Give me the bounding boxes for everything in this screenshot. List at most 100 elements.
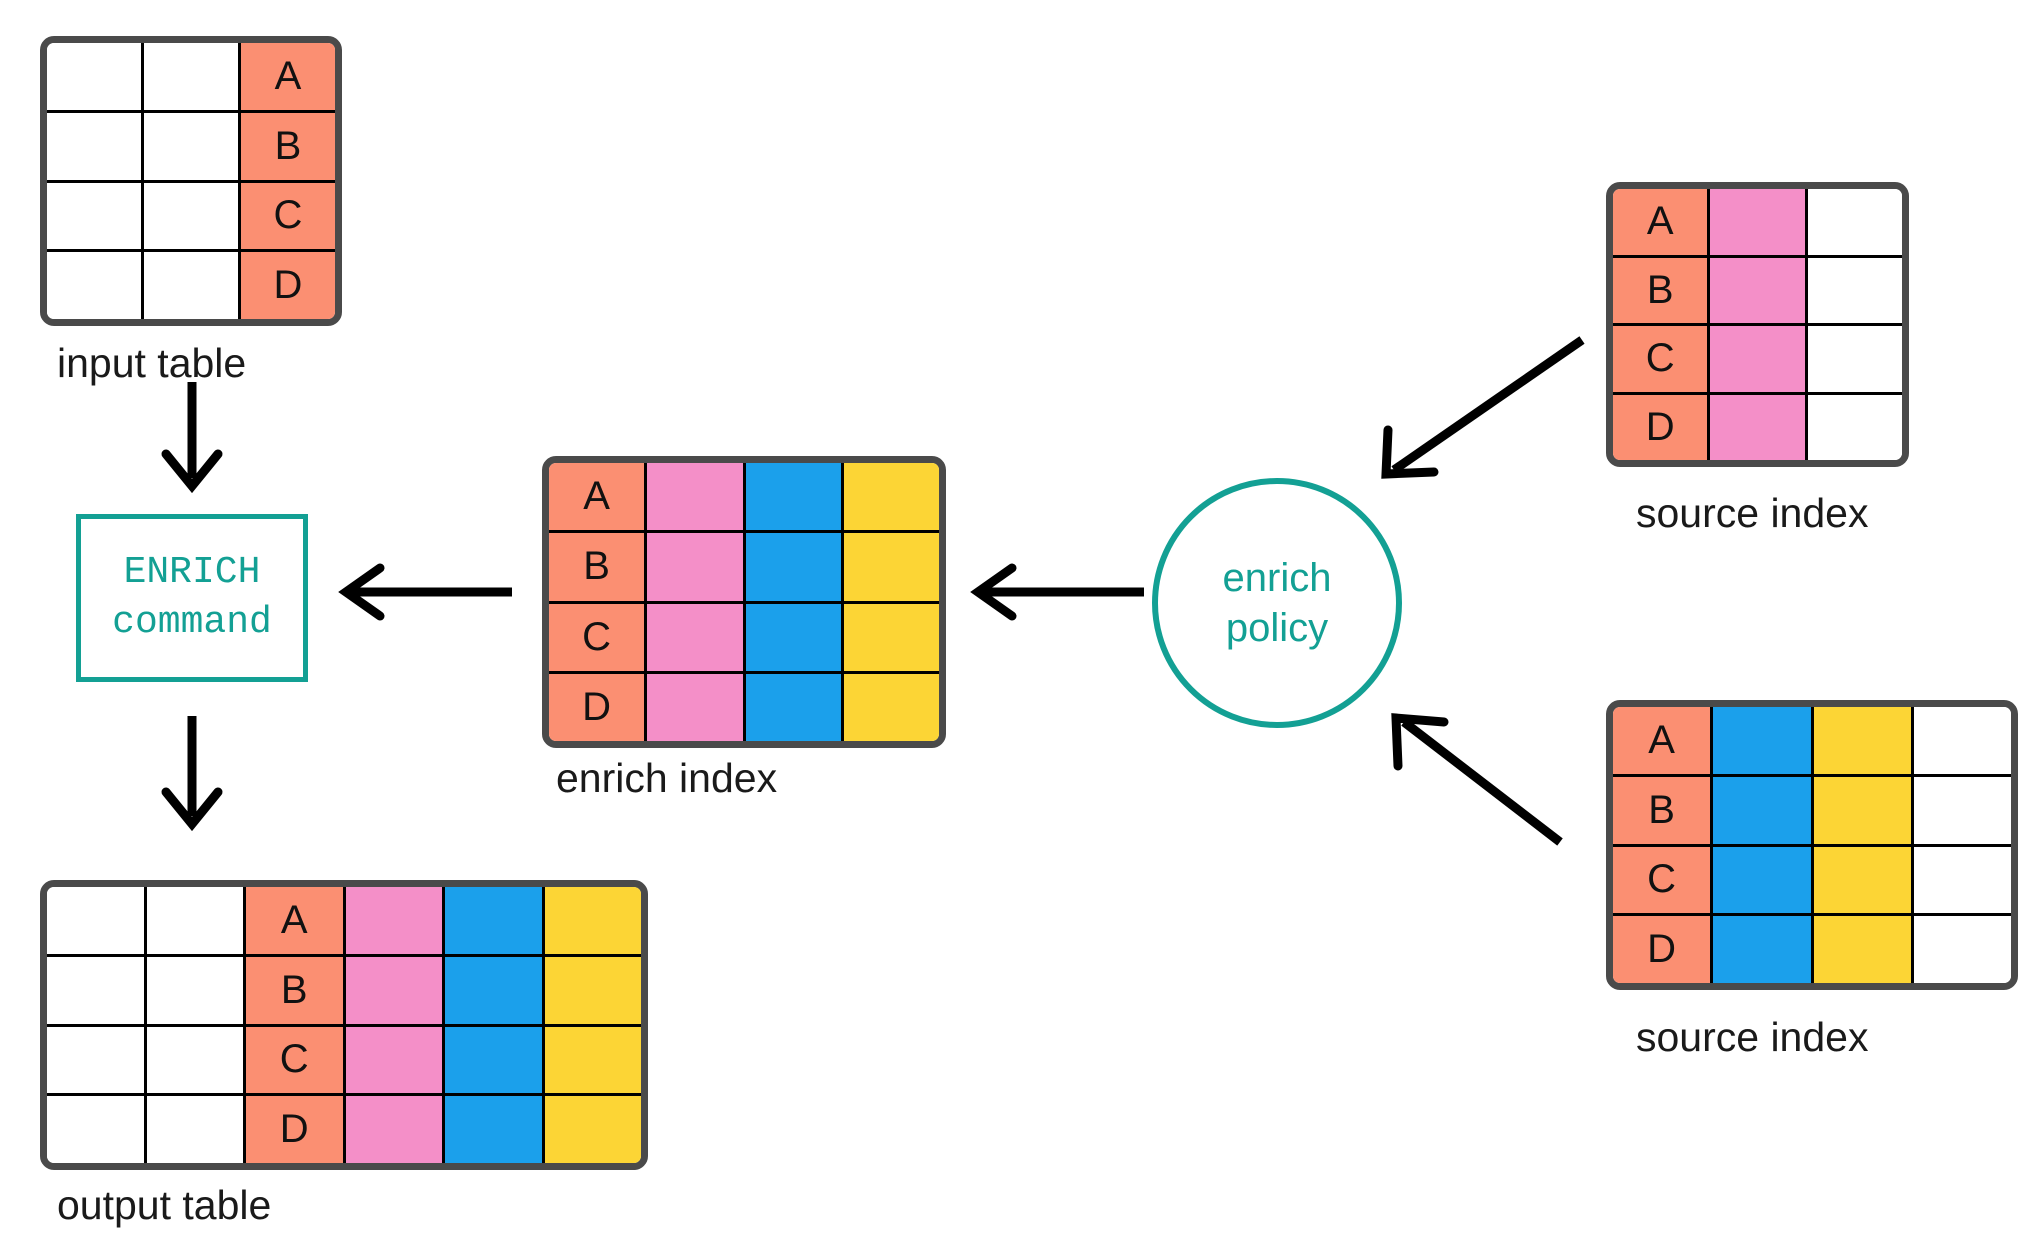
table-cell-key-col: B (549, 533, 648, 601)
table-cell-blank-col-1 (47, 43, 144, 110)
table-cell-blue-col (1713, 707, 1814, 774)
table-cell-pink-col (1710, 394, 1808, 460)
table-cell-yellow-col (544, 887, 641, 954)
table-row: C (1613, 846, 2011, 917)
table-cell-blank-col-1 (47, 956, 147, 1024)
table-cell-blank-col-1 (47, 182, 144, 250)
table-cell-blue-col (745, 673, 844, 741)
table-cell-key-col: D (246, 1096, 346, 1163)
enrich-command-box[interactable]: ENRICH command (76, 514, 308, 682)
table-cell-blank-col (1807, 189, 1902, 255)
table-cell-key-col: D (549, 673, 648, 741)
output-table-caption: output table (57, 1182, 272, 1228)
table-cell-blank-col-2 (144, 112, 241, 180)
table-cell-key-col: D (1613, 394, 1711, 460)
table-cell-blank-col-1 (47, 887, 147, 954)
enrich-policy-line1: enrich (1222, 556, 1332, 600)
table-cell-key-col: B (241, 112, 335, 180)
table-cell-yellow-col (843, 533, 939, 601)
table-cell-key-col: C (1613, 326, 1711, 392)
arrow-command-to-output (161, 716, 223, 832)
table-cell-pink-col (1710, 326, 1808, 392)
table-row: D (1613, 916, 2011, 983)
table-cell-blank-col-2 (146, 887, 246, 954)
table-cell-key-col: B (1613, 776, 1714, 844)
table-row: A (47, 887, 641, 957)
table-cell-blank-col-2 (144, 252, 241, 319)
table-row: D (47, 1096, 641, 1163)
source-index-top-caption: source index (1636, 490, 1869, 536)
table-cell-blank-col-1 (47, 112, 144, 180)
table-cell-key-col: A (1613, 707, 1714, 774)
table-cell-blue-col (745, 603, 844, 671)
table-cell-yellow-col (1813, 916, 1914, 983)
table-cell-pink-col (647, 603, 746, 671)
table-cell-blue-col (1713, 776, 1814, 844)
arrow-source-top-to-policy (1381, 336, 1585, 479)
table-cell-yellow-col (544, 1096, 641, 1163)
arrow-policy-to-enrich-index (970, 563, 1144, 621)
table-row: D (47, 252, 335, 319)
table-cell-pink-col (1710, 189, 1808, 255)
table-cell-blue-col (445, 1026, 545, 1094)
source-index-bottom-caption: source index (1636, 1014, 1869, 1060)
table-cell-key-col: A (241, 43, 335, 110)
table-cell-blue-col (445, 956, 545, 1024)
table-cell-yellow-col (843, 673, 939, 741)
enrich-command-line2: command (112, 601, 272, 644)
enrich-index-caption: enrich index (556, 755, 778, 801)
table-row: B (549, 533, 939, 604)
table-row: C (47, 182, 335, 253)
arrow-source-bottom-to-policy (1391, 713, 1563, 846)
table-cell-blank-col-2 (146, 1026, 246, 1094)
table-row: D (549, 673, 939, 741)
table-cell-key-col: A (246, 887, 346, 954)
table-cell-key-col: A (1613, 189, 1711, 255)
table-row: A (47, 43, 335, 113)
enrich-policy-circle[interactable]: enrich policy (1152, 478, 1402, 728)
table-cell-yellow-col (1813, 776, 1914, 844)
table-row: B (47, 112, 335, 183)
table-cell-blank-col-1 (47, 1026, 147, 1094)
table-cell-blank-col (1807, 394, 1902, 460)
table-cell-blue-col (745, 533, 844, 601)
table-cell-blank-col (1807, 257, 1902, 323)
table-cell-key-col: C (241, 182, 335, 250)
table-cell-pink-col (345, 887, 445, 954)
table-cell-yellow-col (544, 956, 641, 1024)
table-row: B (47, 956, 641, 1027)
table-cell-key-col: B (246, 956, 346, 1024)
table-cell-pink-col (647, 533, 746, 601)
table-cell-pink-col (647, 463, 746, 531)
table-cell-pink-col (345, 1026, 445, 1094)
table-cell-blue-col (445, 1096, 545, 1163)
arrow-input-to-command (161, 382, 223, 494)
table-row: C (549, 603, 939, 674)
table-cell-pink-col (1710, 257, 1808, 323)
table-cell-key-col: B (1613, 257, 1711, 323)
table-cell-blank-col-2 (144, 182, 241, 250)
table-cell-blank-col (1913, 846, 2011, 914)
table-cell-blank-col-2 (146, 956, 246, 1024)
table-cell-yellow-col (1813, 846, 1914, 914)
table-row: B (1613, 776, 2011, 847)
enrich-policy-line2: policy (1225, 606, 1329, 650)
table-cell-key-col: D (241, 252, 335, 319)
table-cell-pink-col (345, 956, 445, 1024)
table-cell-blank-col (1913, 776, 2011, 844)
table-cell-pink-col (647, 673, 746, 741)
table-cell-yellow-col (1813, 707, 1914, 774)
table-cell-key-col: D (1613, 916, 1714, 983)
table-cell-yellow-col (843, 463, 939, 531)
table-row: C (1613, 326, 1902, 395)
table-cell-key-col: A (549, 463, 648, 531)
table-row: C (47, 1026, 641, 1097)
table-cell-key-col: C (549, 603, 648, 671)
table-cell-blank-col-1 (47, 1096, 147, 1163)
table-row: A (1613, 707, 2011, 777)
table-cell-blank-col (1913, 916, 2011, 983)
